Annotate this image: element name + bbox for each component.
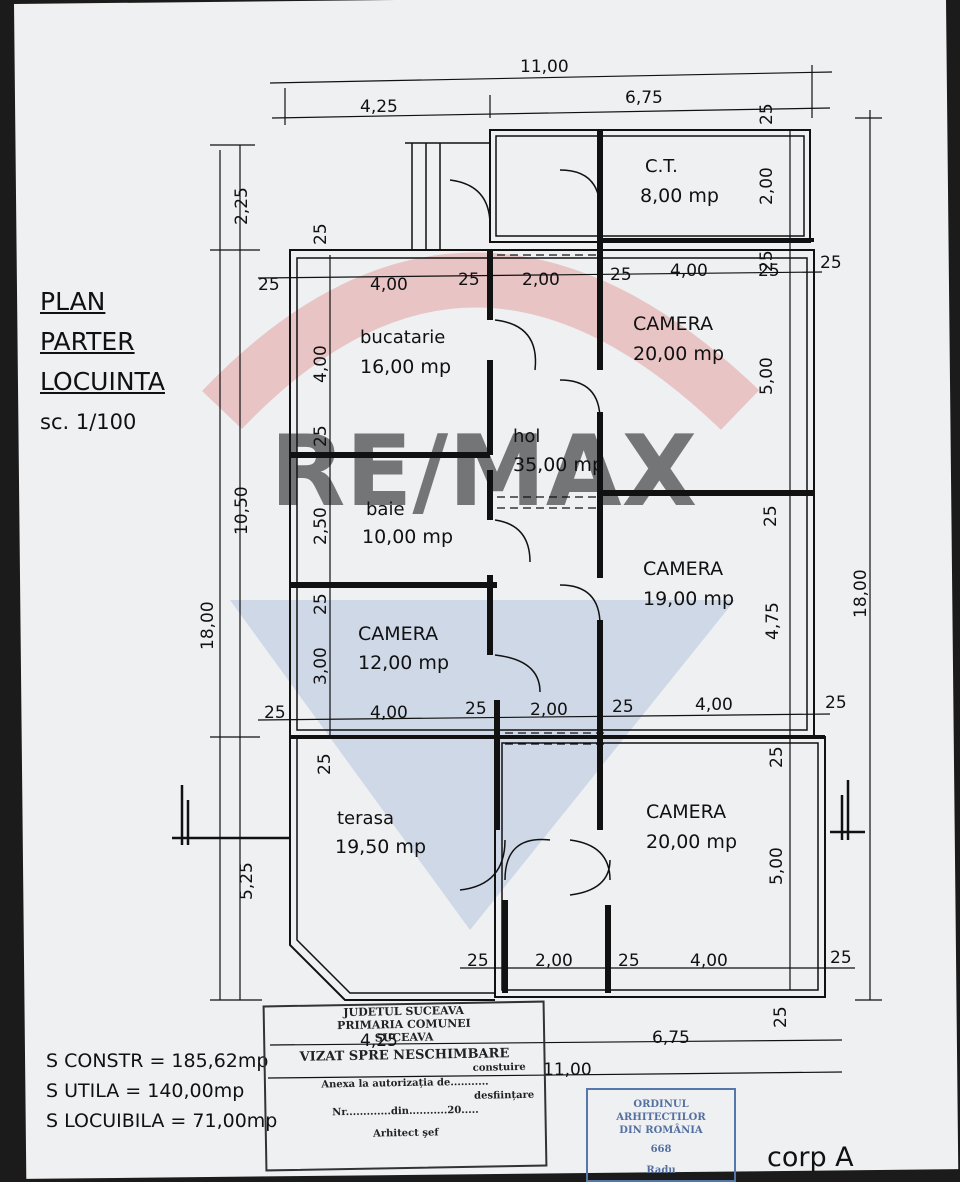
room-camera4-name: CAMERA — [646, 801, 726, 823]
dim-wall-2: 25 — [610, 265, 632, 285]
plan-title: PLAN PARTER LOCUINTA sc. 1/100 — [40, 282, 165, 442]
dim-bottom-right: 6,75 — [652, 1028, 690, 1048]
room-camera4-area: 20,00 mp — [646, 831, 737, 853]
dim-v-525: 5,25 — [237, 862, 257, 900]
approval-stamp: JUDETUL SUCEAVA PRIMARIA COMUNEI SUCEAVA… — [262, 1000, 548, 1172]
area-summary: S CONSTR = 185,62mp S UTILA = 140,00mp S… — [46, 1046, 277, 1136]
dimension-lines — [210, 65, 882, 1079]
dim-v-500: 5,00 — [757, 357, 777, 395]
room-camera2-area: 19,00 mp — [643, 588, 734, 610]
dim-v-wall-d: 25 — [315, 753, 335, 775]
stamp2-line-1: ORDINUL ARHITECTILOR — [616, 1099, 706, 1123]
dim-v-wall-e: 25 — [757, 103, 777, 125]
dim-mid-400a: 4,00 — [370, 703, 408, 723]
room-hall-area: 35,00 mp — [513, 454, 604, 476]
room-terrace-area: 19,50 mp — [335, 836, 426, 858]
stamp-line-9: Arhitect şef — [372, 1127, 439, 1140]
dim-v-wall-f: 25 — [757, 250, 777, 272]
dim-bottom-left: 4,25 — [360, 1031, 398, 1051]
dim-v-300: 3,00 — [311, 647, 331, 685]
dim-left-width: 4,25 — [360, 97, 398, 117]
dim-v-wall-i: 25 — [771, 1006, 791, 1028]
title-line-3: LOCUINTA — [40, 367, 165, 396]
vertical-dimension-labels: 2,25 10,50 18,00 5,25 4,00 2,50 3,00 25 … — [198, 103, 871, 1028]
room-camera3-area: 12,00 mp — [358, 652, 449, 674]
title-scale: sc. 1/100 — [40, 410, 137, 434]
dim-top-200: 2,00 — [522, 270, 560, 290]
architects-stamp: ORDINUL ARHITECTILOR DIN ROMÂNIA 668 Rad… — [586, 1088, 736, 1182]
remax-watermark: RE/MAX — [202, 252, 760, 930]
dim-v-400: 4,00 — [311, 345, 331, 383]
stamp2-line-3: 668 — [650, 1144, 672, 1155]
watermark-text: RE/MAX — [270, 415, 697, 529]
dim-bottom-total: 11,00 — [543, 1060, 592, 1080]
dim-v-wall-b: 25 — [311, 425, 331, 447]
room-labels: C.T. 8,00 mp bucatarie 16,00 mp CAMERA 2… — [335, 156, 737, 858]
dim-v-wall-c: 25 — [311, 593, 331, 615]
dim-v-250: 2,50 — [311, 507, 331, 545]
room-camera1-name: CAMERA — [633, 313, 713, 335]
room-hall-name: hol — [513, 426, 540, 447]
dim-wall-5: 25 — [258, 275, 280, 295]
title-line-1: PLAN — [40, 287, 106, 316]
dim-mid-200: 2,00 — [530, 700, 568, 720]
dim-mid-400b: 4,00 — [695, 695, 733, 715]
dim-v-wall-g: 25 — [761, 505, 781, 527]
walls — [172, 129, 865, 1001]
dim-v-500b: 5,00 — [767, 847, 787, 885]
dim-wall-4: 25 — [820, 253, 842, 273]
dim-v-1800-left: 18,00 — [198, 601, 218, 650]
dim-wall-12: 25 — [830, 948, 852, 968]
dim-right-width: 6,75 — [625, 88, 663, 108]
dim-wall-9: 25 — [264, 703, 286, 723]
dim-v-wall-h: 25 — [767, 746, 787, 768]
dim-total-width: 11,00 — [520, 57, 569, 77]
dim-top-400a: 4,00 — [370, 275, 408, 295]
room-bath-name: baie — [366, 499, 405, 520]
area-utila: S UTILA = 140,00mp — [46, 1080, 245, 1102]
title-line-2: PARTER — [40, 327, 135, 356]
dim-v-225: 2,25 — [232, 187, 252, 225]
dim-bot-400: 4,00 — [690, 951, 728, 971]
dim-v-1050: 10,50 — [232, 486, 252, 535]
stamp2-line-4: Radu — [646, 1165, 676, 1176]
dim-wall-3: 25 — [758, 261, 780, 281]
room-kitchen-area: 16,00 mp — [360, 356, 451, 378]
room-ct-name: C.T. — [645, 156, 678, 177]
room-camera1-area: 20,00 mp — [633, 343, 724, 365]
dim-wall-8: 25 — [825, 693, 847, 713]
dim-bot-200: 2,00 — [535, 951, 573, 971]
building-label: corp A — [767, 1142, 854, 1173]
area-locuibila: S LOCUIBILA = 71,00mp — [46, 1110, 278, 1132]
dim-top-400b: 4,00 — [670, 261, 708, 281]
dim-wall-11: 25 — [618, 951, 640, 971]
room-kitchen-name: bucatarie — [360, 327, 445, 348]
dim-wall-6: 25 — [465, 699, 487, 719]
dim-wall-10: 25 — [467, 951, 489, 971]
dim-v-wall-a: 25 — [311, 223, 331, 245]
area-constr: S CONSTR = 185,62mp — [46, 1050, 269, 1072]
room-terrace-name: terasa — [337, 808, 394, 829]
dim-wall-1: 25 — [458, 270, 480, 290]
room-camera3-name: CAMERA — [358, 623, 438, 645]
room-ct-area: 8,00 mp — [640, 185, 719, 207]
dim-wall-7: 25 — [612, 697, 634, 717]
stamp2-line-2: DIN ROMÂNIA — [619, 1125, 703, 1136]
dim-v-1800-right: 18,00 — [851, 569, 871, 618]
dim-v-475: 4,75 — [763, 602, 783, 640]
room-bath-area: 10,00 mp — [362, 526, 453, 548]
dim-v-200: 2,00 — [757, 167, 777, 205]
room-camera2-name: CAMERA — [643, 558, 723, 580]
dimension-labels: 11,00 4,25 6,75 4,00 2,00 4,00 25 25 25 … — [258, 57, 852, 1080]
